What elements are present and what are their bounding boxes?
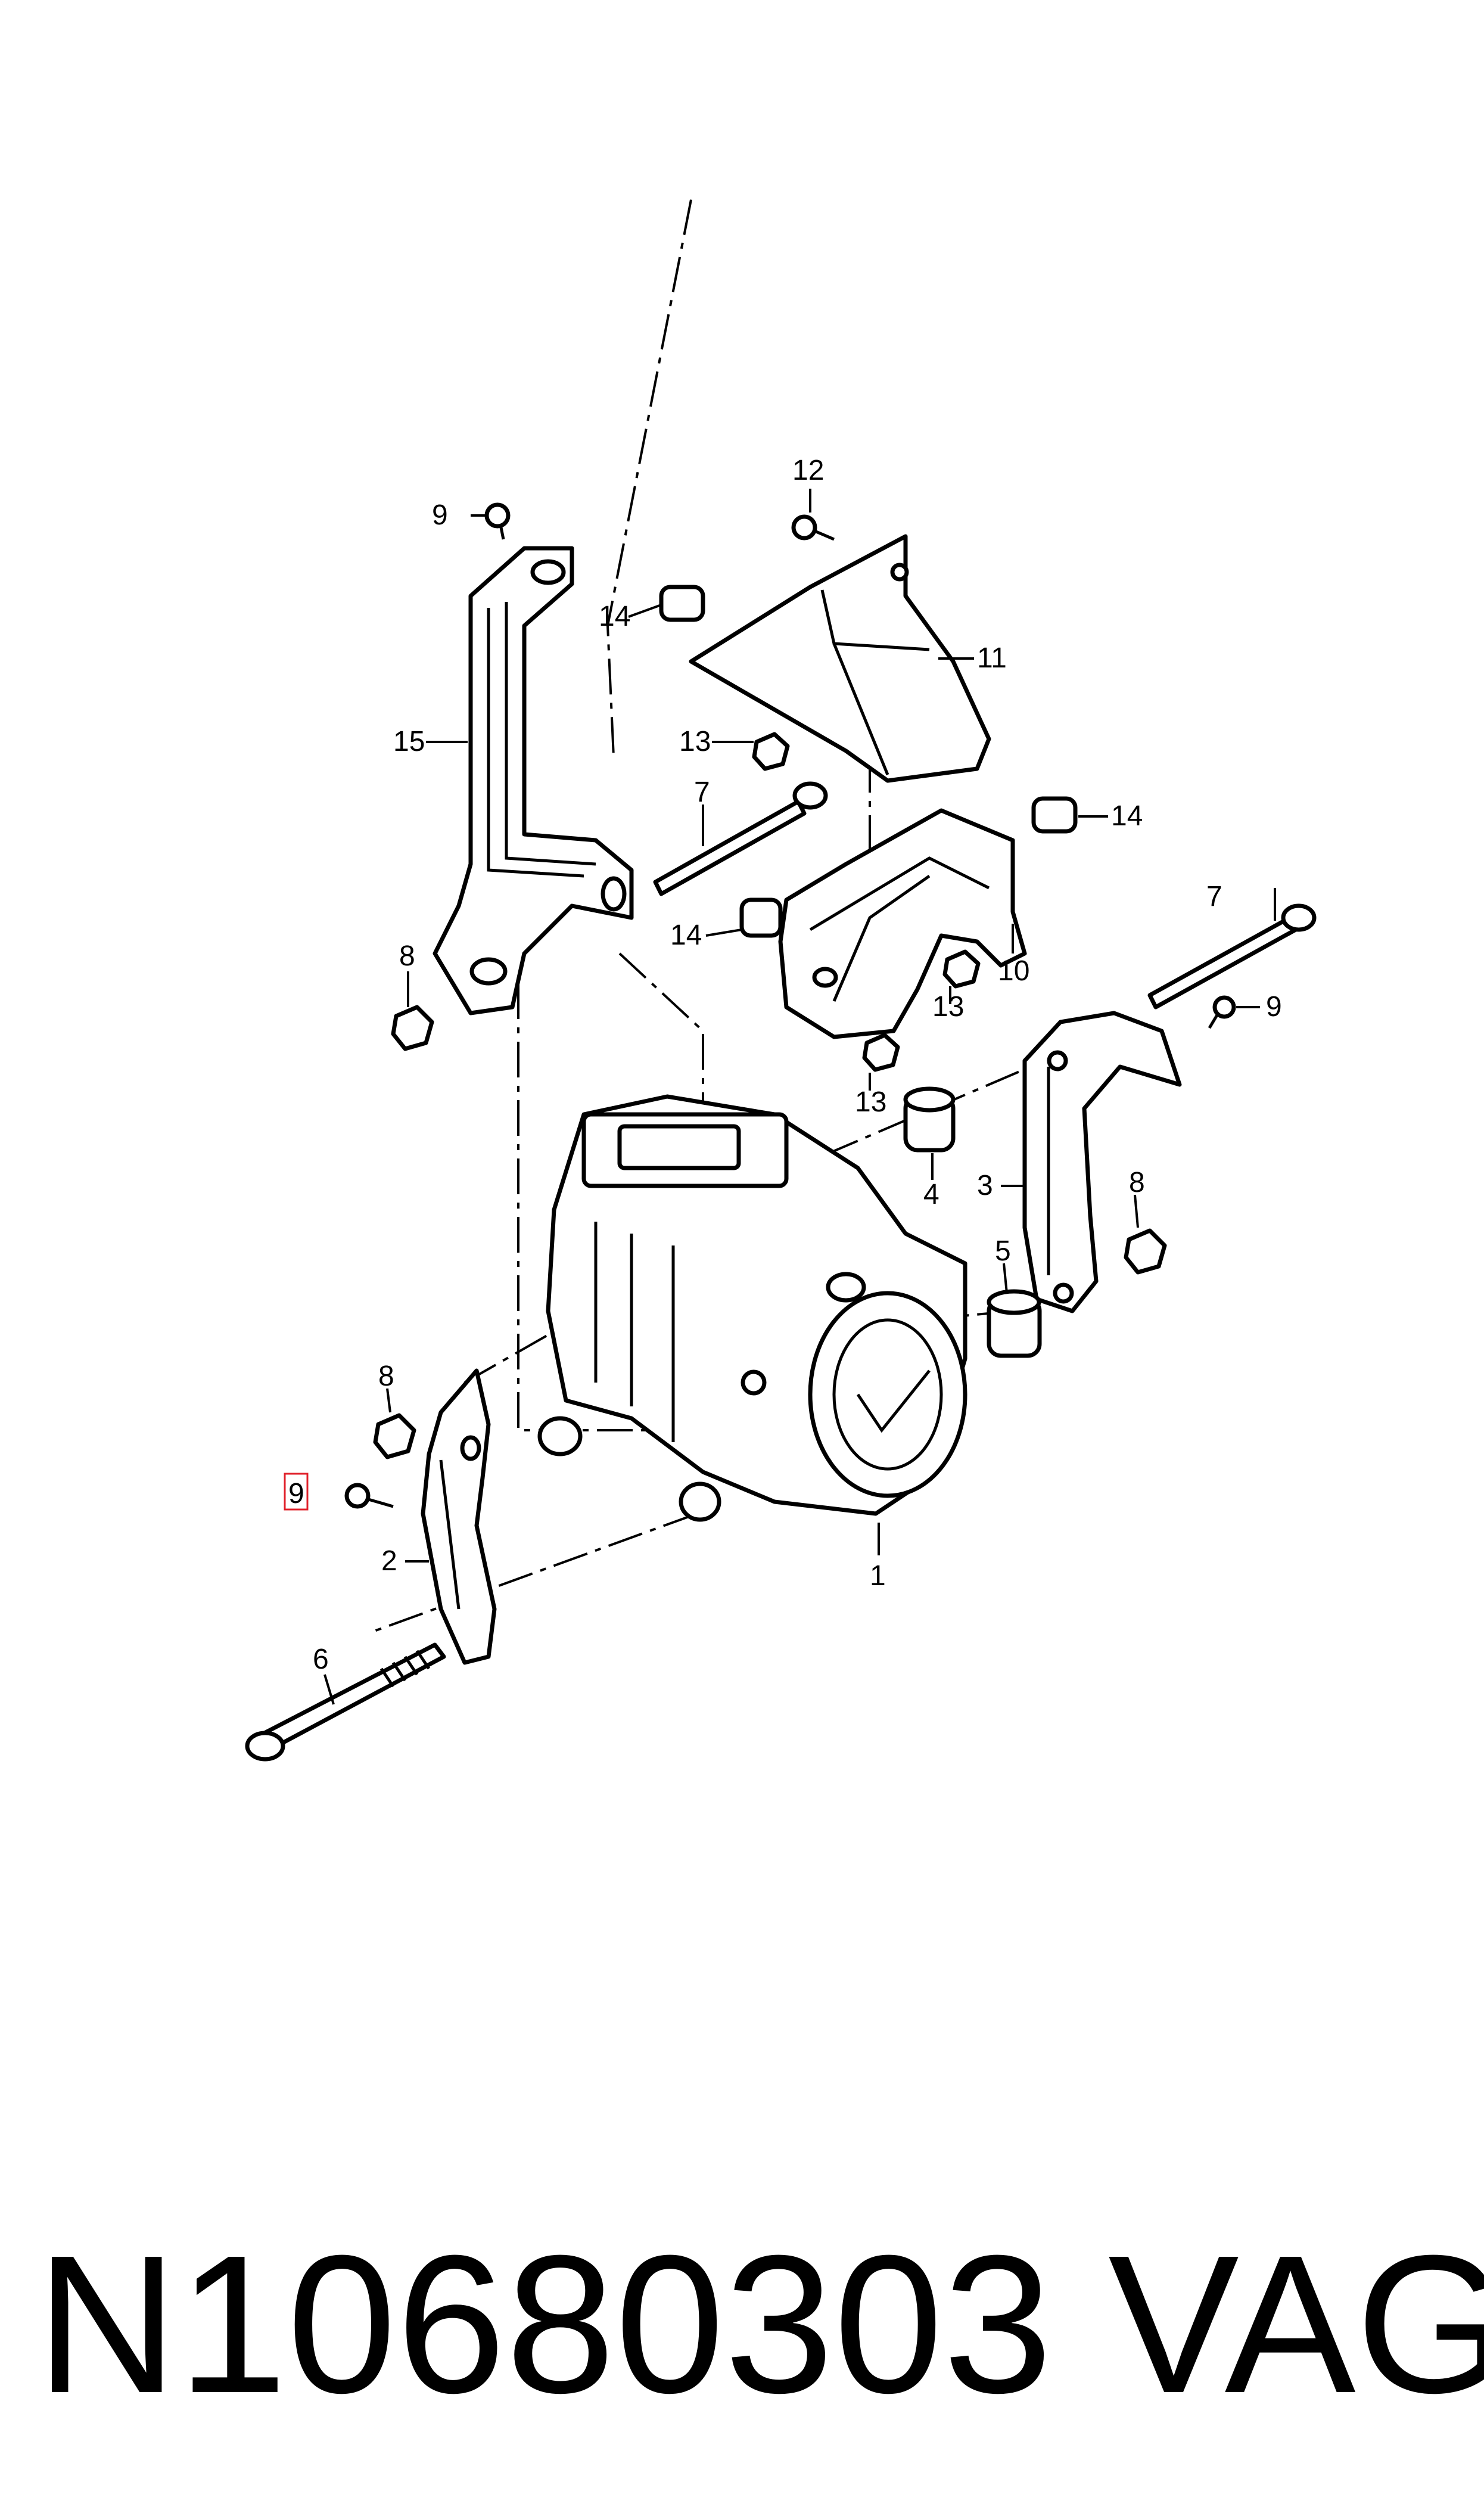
callout-6: 6 — [313, 1644, 329, 1675]
compressor-part-1 — [537, 1094, 967, 1522]
nuts-part-13 — [752, 732, 981, 1072]
callout-9-highlighted: 9 — [288, 1478, 304, 1509]
callout-7-right: 7 — [1206, 881, 1222, 912]
callout-14-upper: 14 — [599, 601, 630, 632]
bracket-part-3 — [1022, 1011, 1182, 1313]
nuts-part-8 — [373, 1005, 1167, 1459]
callout-2: 2 — [381, 1545, 397, 1577]
bolt-part-7-upper — [653, 781, 828, 896]
small-bolts-part-9-12 — [344, 502, 1236, 1509]
bracket-part-15 — [433, 546, 634, 1015]
part-number-label: N10680303 — [36, 2214, 1053, 2434]
brand-label: VAG — [1108, 2214, 1484, 2434]
callout-14-right: 14 — [1111, 800, 1143, 832]
bracket-part-11 — [689, 534, 991, 783]
callout-13-upper: 13 — [679, 726, 711, 757]
callout-8-lower: 8 — [378, 1361, 394, 1392]
highlight-box — [284, 1473, 309, 1511]
callout-9-upper-left: 9 — [432, 499, 448, 531]
bracket-part-10 — [778, 808, 1027, 1039]
bolt-part-6 — [245, 1642, 446, 1762]
callout-labels: 9 12 14 11 15 13 7 14 14 10 8 13 13 7 9 … — [284, 455, 1282, 1675]
bracket-part-2 — [421, 1368, 497, 1665]
callout-4: 4 — [923, 1179, 939, 1210]
callout-5: 5 — [995, 1235, 1011, 1267]
callout-1: 1 — [870, 1560, 886, 1592]
callout-14-middle: 14 — [670, 920, 702, 951]
leader-lines — [323, 489, 1276, 1705]
callout-10: 10 — [998, 955, 1029, 987]
callout-9-right: 9 — [1266, 991, 1282, 1023]
bolt-part-7-right — [1147, 903, 1317, 1010]
mounts-part-14 — [659, 585, 1078, 938]
bushing-part-4 — [903, 1086, 956, 1153]
callout-11: 11 — [977, 642, 1007, 674]
callout-15: 15 — [393, 726, 425, 757]
callout-8-upper: 8 — [399, 940, 415, 972]
callout-8-right: 8 — [1129, 1167, 1145, 1198]
callout-12: 12 — [792, 455, 824, 486]
callout-13-lower: 13 — [855, 1086, 886, 1118]
bushing-part-5 — [987, 1289, 1042, 1358]
callout-7-upper: 7 — [694, 776, 710, 808]
callout-13-middle: 13 — [932, 991, 964, 1023]
callout-3: 3 — [977, 1170, 993, 1201]
